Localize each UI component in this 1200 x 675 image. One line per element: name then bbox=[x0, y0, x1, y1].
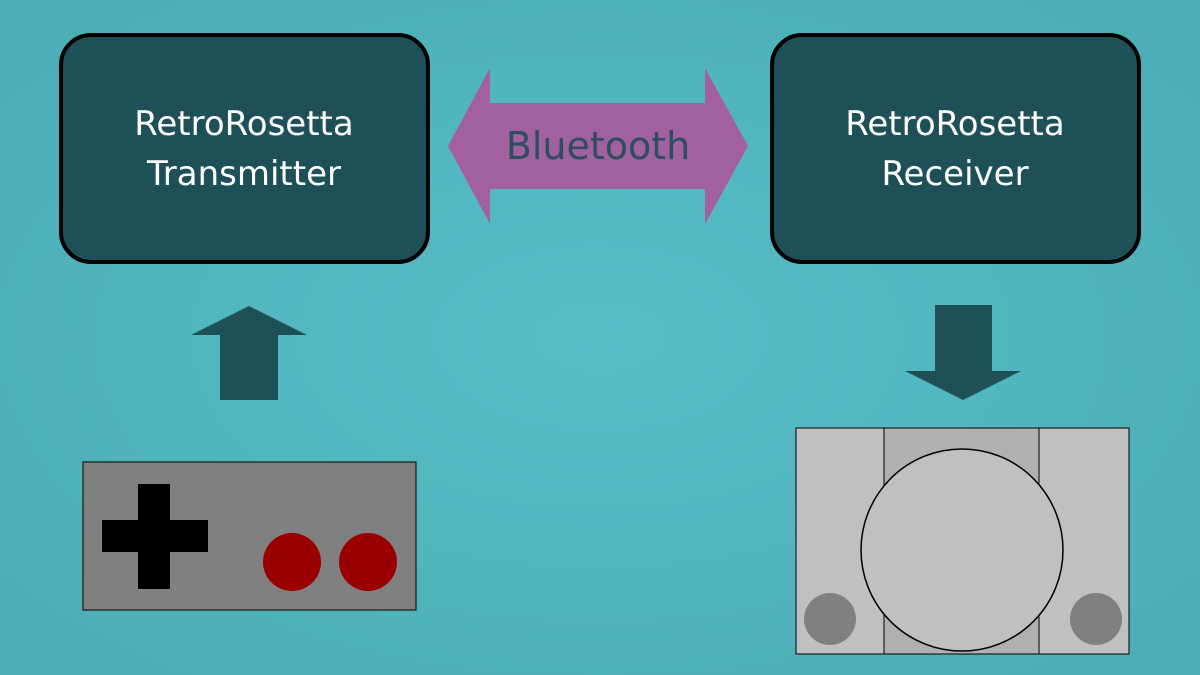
transmitter-box bbox=[59, 33, 430, 264]
receiver-box bbox=[770, 33, 1141, 264]
dpad-horizontal bbox=[102, 520, 208, 552]
receiver-label-line1: RetroRosetta bbox=[845, 104, 1064, 144]
game-console-icon bbox=[795, 427, 1130, 655]
receiver-node: RetroRosetta Receiver bbox=[770, 33, 1141, 264]
console-disc-lid bbox=[860, 448, 1064, 652]
receiver-label-line2: Receiver bbox=[881, 154, 1028, 194]
transmitter-label-line2: Transmitter bbox=[146, 154, 341, 194]
transmitter-node: RetroRosetta Transmitter bbox=[59, 33, 430, 264]
down-arrow-icon bbox=[905, 305, 1021, 400]
controller-button-b bbox=[263, 533, 321, 591]
bluetooth-link: Bluetooth bbox=[448, 68, 748, 224]
bluetooth-label: Bluetooth bbox=[506, 124, 690, 168]
transmitter-label-line1: RetroRosetta bbox=[134, 104, 353, 144]
gamepad-icon bbox=[82, 461, 417, 611]
bluetooth-double-arrow-icon bbox=[448, 68, 748, 224]
up-arrow-icon bbox=[191, 306, 307, 400]
console-button-left bbox=[804, 593, 856, 645]
console-button-right bbox=[1070, 593, 1122, 645]
controller-button-a bbox=[339, 533, 397, 591]
